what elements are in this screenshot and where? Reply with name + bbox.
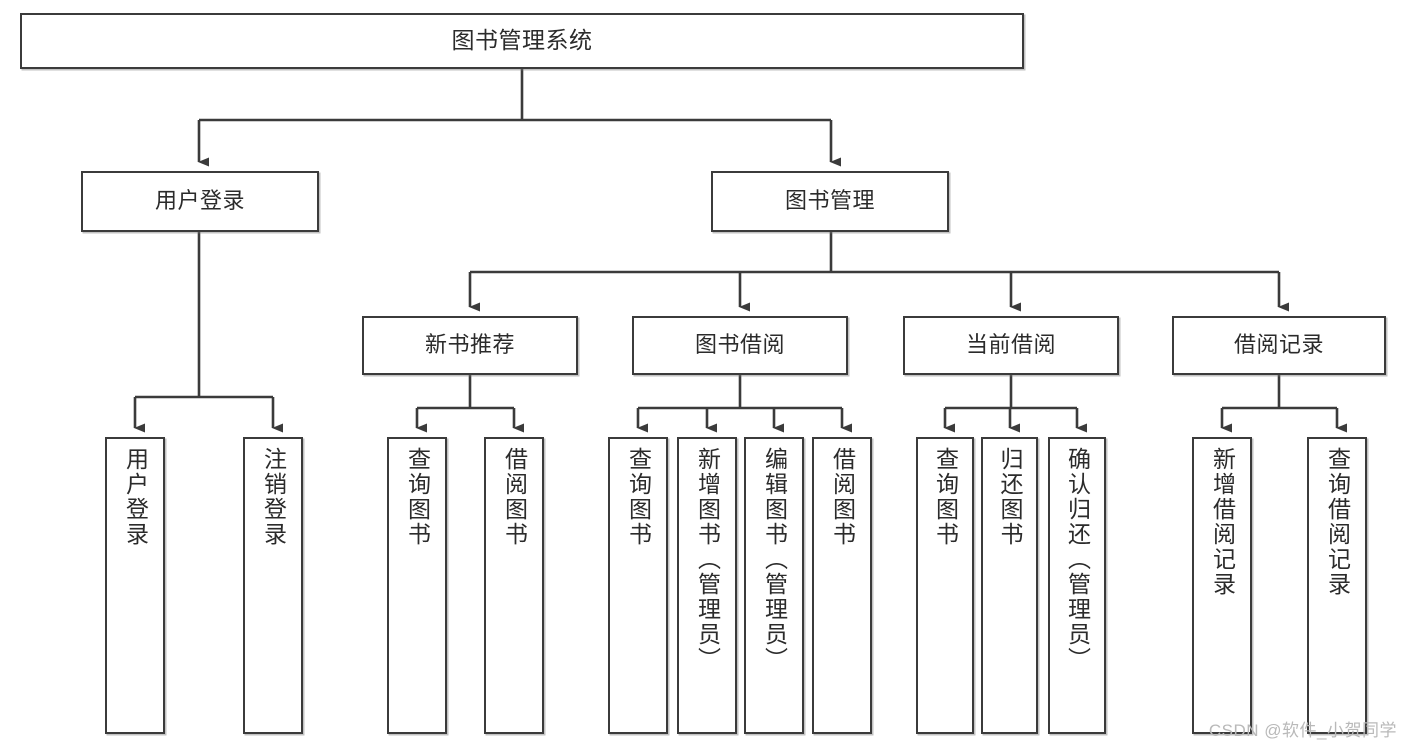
node-label: 确认归还（管理员） <box>1064 447 1091 672</box>
node-label: 新书推荐 <box>424 332 515 358</box>
node-root-system[interactable]: 图书管理系统 <box>20 13 1024 69</box>
node-label: 查询图书 <box>404 447 431 547</box>
csdn-watermark: CSDN @软件_小贺同学 <box>1208 721 1397 740</box>
node-label: 新增图书（管理员） <box>694 447 721 672</box>
node-book-borrow[interactable]: 图书借阅 <box>632 316 848 375</box>
node-label: 借阅记录 <box>1233 332 1324 358</box>
node-current-borrow[interactable]: 当前借阅 <box>903 316 1119 375</box>
node-label: 查询图书 <box>625 447 652 547</box>
node-label: 图书管理 <box>784 188 875 214</box>
node-label: 编辑图书（管理员） <box>761 447 788 672</box>
node-label: 借阅图书 <box>829 447 856 547</box>
node-leaf-logout[interactable]: 注销登录 <box>243 437 303 734</box>
node-book-manage[interactable]: 图书管理 <box>711 171 949 232</box>
node-leaf-borrow-book-2[interactable]: 借阅图书 <box>812 437 872 734</box>
node-new-book-recommend[interactable]: 新书推荐 <box>362 316 578 375</box>
node-leaf-edit-book[interactable]: 编辑图书（管理员） <box>744 437 804 734</box>
node-leaf-query-book-2[interactable]: 查询图书 <box>608 437 668 734</box>
node-label: 查询借阅记录 <box>1324 447 1351 597</box>
node-label: 用户登录 <box>154 188 245 214</box>
node-label: 当前借阅 <box>965 332 1056 358</box>
node-leaf-add-record[interactable]: 新增借阅记录 <box>1192 437 1252 734</box>
node-label: 注销登录 <box>260 447 287 547</box>
node-user-login[interactable]: 用户登录 <box>81 171 319 232</box>
node-leaf-borrow-book-1[interactable]: 借阅图书 <box>484 437 544 734</box>
node-borrow-record[interactable]: 借阅记录 <box>1172 316 1386 375</box>
node-leaf-query-record[interactable]: 查询借阅记录 <box>1307 437 1367 734</box>
node-label: 归还图书 <box>997 447 1023 547</box>
node-label: 新增借阅记录 <box>1209 447 1236 597</box>
node-label: 借阅图书 <box>501 447 528 547</box>
node-leaf-add-book[interactable]: 新增图书（管理员） <box>677 437 737 734</box>
node-label: 查询图书 <box>932 447 959 547</box>
node-leaf-user-login[interactable]: 用户登录 <box>105 437 165 734</box>
node-label: 用户登录 <box>122 447 149 547</box>
node-leaf-query-book-1[interactable]: 查询图书 <box>387 437 447 734</box>
node-label: 图书管理系统 <box>451 27 593 54</box>
node-label: 图书借阅 <box>694 332 785 358</box>
node-leaf-confirm-return[interactable]: 确认归还（管理员） <box>1048 437 1106 734</box>
node-leaf-return-book[interactable]: 归还图书 <box>981 437 1038 734</box>
node-leaf-query-book-3[interactable]: 查询图书 <box>916 437 974 734</box>
